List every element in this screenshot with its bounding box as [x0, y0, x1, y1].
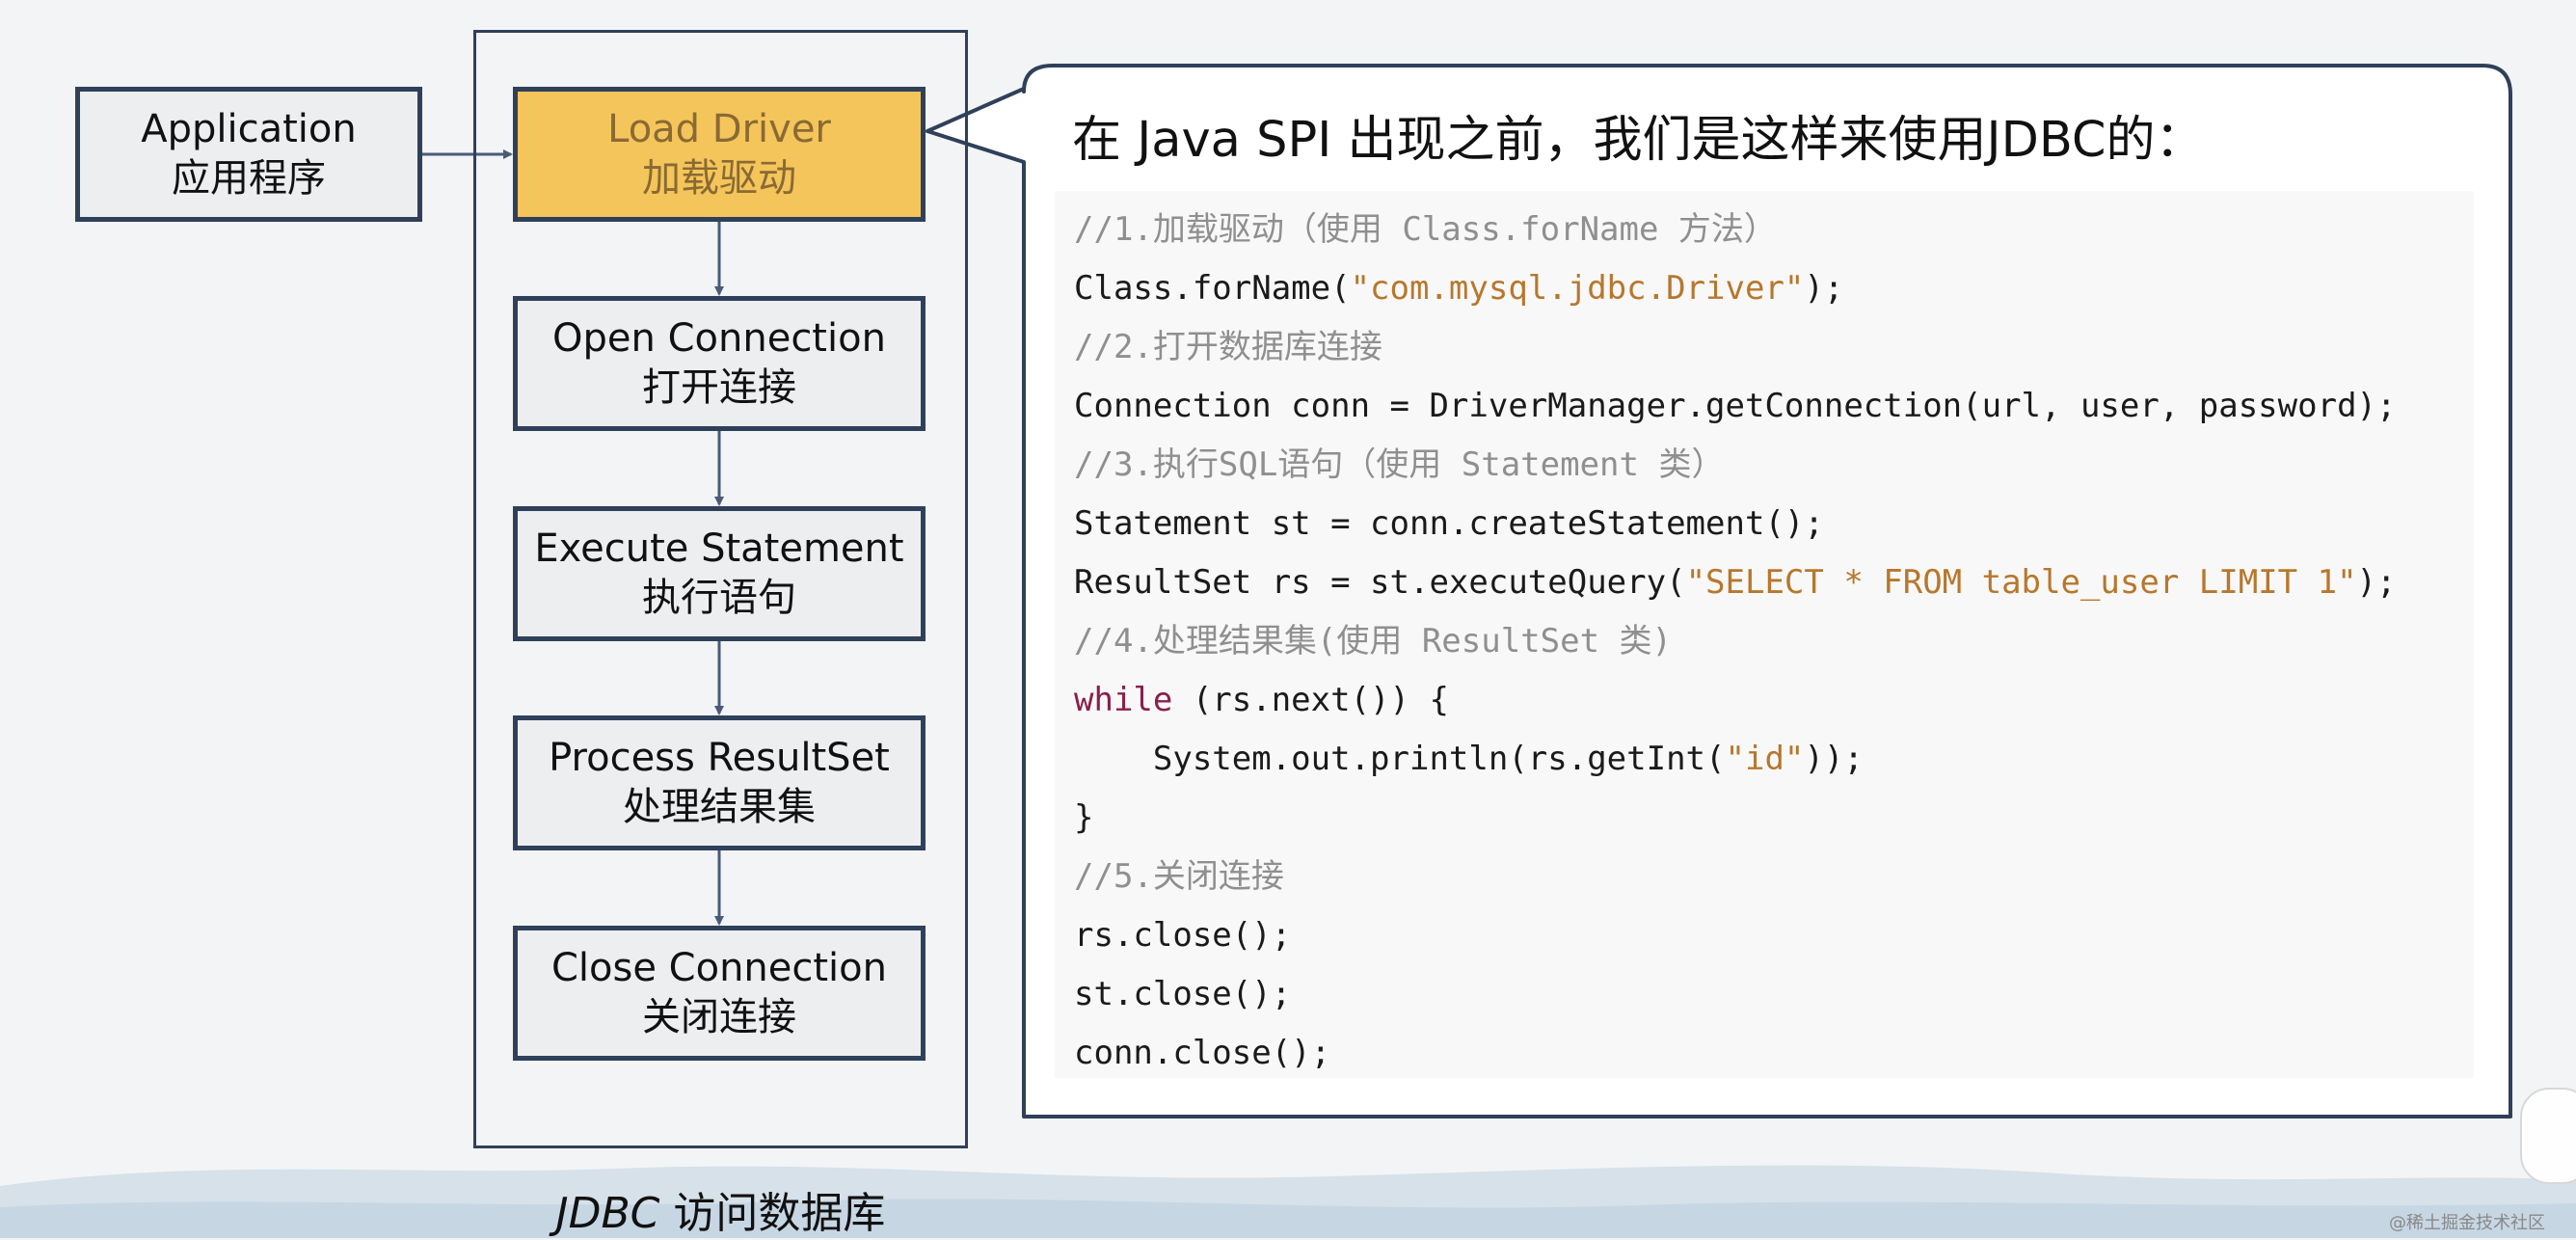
- code-token: Connection conn = DriverManager.getConne…: [1074, 387, 2397, 425]
- code-token: (rs.next()) {: [1172, 681, 1449, 719]
- step-execute-statement: Execute Statement 执行语句: [513, 506, 926, 641]
- code-line: while (rs.next()) {: [1074, 671, 1449, 730]
- background-hills: [0, 1165, 2576, 1238]
- code-line: }: [1074, 789, 1093, 848]
- code-token: );: [2356, 563, 2397, 602]
- watermark: @稀土掘金技术社区: [2389, 1213, 2545, 1233]
- caption-jdbc: JDBC: [555, 1189, 660, 1238]
- code-token: //3.执行SQL语句（使用 Statement 类）: [1074, 445, 1725, 484]
- application-box: Application 应用程序: [75, 87, 422, 222]
- code-token: }: [1074, 798, 1094, 837]
- step-label-en: Load Driver: [607, 106, 831, 151]
- code-token: conn.close();: [1074, 1034, 1331, 1072]
- code-line: Statement st = conn.createStatement();: [1074, 495, 1824, 553]
- code-token: "SELECT * FROM table_user LIMIT 1": [1685, 563, 2357, 602]
- jdbc-frame: [473, 30, 968, 1148]
- step-label-zh: 执行语句: [642, 576, 796, 620]
- code-line: conn.close();: [1074, 1024, 1330, 1083]
- code-token: ResultSet rs = st.executeQuery(: [1074, 563, 1686, 602]
- step-label-en: Close Connection: [550, 945, 887, 990]
- callout-title: 在 Java SPI 出现之前，我们是这样来使用JDBC的：: [1072, 112, 2205, 169]
- code-token: Statement st = conn.createStatement();: [1074, 504, 1824, 543]
- step-process-resultset: Process ResultSet 处理结果集: [513, 715, 926, 850]
- code-line: //5.关闭连接: [1074, 848, 1284, 906]
- step-label-zh: 打开连接: [642, 365, 796, 410]
- code-token: //4.处理结果集(使用 ResultSet 类): [1074, 622, 1672, 660]
- code-block: //1.加载驱动（使用 Class.forName 方法） Class.forNa…: [1055, 191, 2474, 1078]
- code-token: Class.forName(: [1074, 269, 1351, 308]
- jdbc-frame-caption: JDBC 访问数据库: [473, 1178, 968, 1240]
- code-token: "com.mysql.jdbc.Driver": [1350, 269, 1805, 308]
- step-label-en: Execute Statement: [534, 526, 904, 571]
- step-load-driver: Load Driver 加载驱动: [513, 87, 926, 222]
- code-line: //4.处理结果集(使用 ResultSet 类): [1074, 612, 1672, 671]
- code-token: //2.打开数据库连接: [1074, 328, 1382, 366]
- step-label-en: Process ResultSet: [549, 735, 890, 780]
- step-label-zh: 处理结果集: [623, 785, 816, 829]
- code-line: Connection conn = DriverManager.getConne…: [1074, 377, 2396, 436]
- code-token: st.close();: [1074, 975, 1292, 1013]
- code-line: Class.forName("com.mysql.jdbc.Driver");: [1074, 259, 1843, 318]
- code-line: st.close();: [1074, 965, 1291, 1024]
- code-line: rs.close();: [1074, 906, 1291, 965]
- step-label-zh: 关闭连接: [642, 995, 796, 1039]
- code-line: System.out.println(rs.getInt("id"));: [1074, 730, 1864, 789]
- floating-widget-icon[interactable]: [2520, 1088, 2576, 1184]
- application-label-zh: 应用程序: [172, 156, 326, 201]
- caption-rest: 访问数据库: [659, 1189, 886, 1238]
- step-close-connection: Close Connection 关闭连接: [513, 926, 926, 1061]
- code-line: //1.加载驱动（使用 Class.forName 方法）: [1074, 201, 1777, 259]
- code-line: //2.打开数据库连接: [1074, 318, 1382, 377]
- code-token: //1.加载驱动（使用 Class.forName 方法）: [1074, 210, 1777, 249]
- code-token: "id": [1725, 740, 1805, 778]
- code-token: rs.close();: [1074, 916, 1292, 955]
- step-open-connection: Open Connection 打开连接: [513, 296, 926, 431]
- step-label-zh: 加载驱动: [642, 156, 796, 201]
- application-label-en: Application: [141, 106, 357, 151]
- code-line: //3.执行SQL语句（使用 Statement 类）: [1074, 436, 1724, 495]
- code-token: //5.关闭连接: [1074, 857, 1284, 896]
- code-token: ));: [1804, 740, 1864, 778]
- code-line: ResultSet rs = st.executeQuery("SELECT *…: [1074, 553, 2397, 612]
- code-token: System.out.println(rs.getInt(: [1074, 740, 1726, 778]
- code-token: );: [1804, 269, 1844, 308]
- code-token: while: [1074, 681, 1173, 719]
- step-label-en: Open Connection: [552, 315, 886, 361]
